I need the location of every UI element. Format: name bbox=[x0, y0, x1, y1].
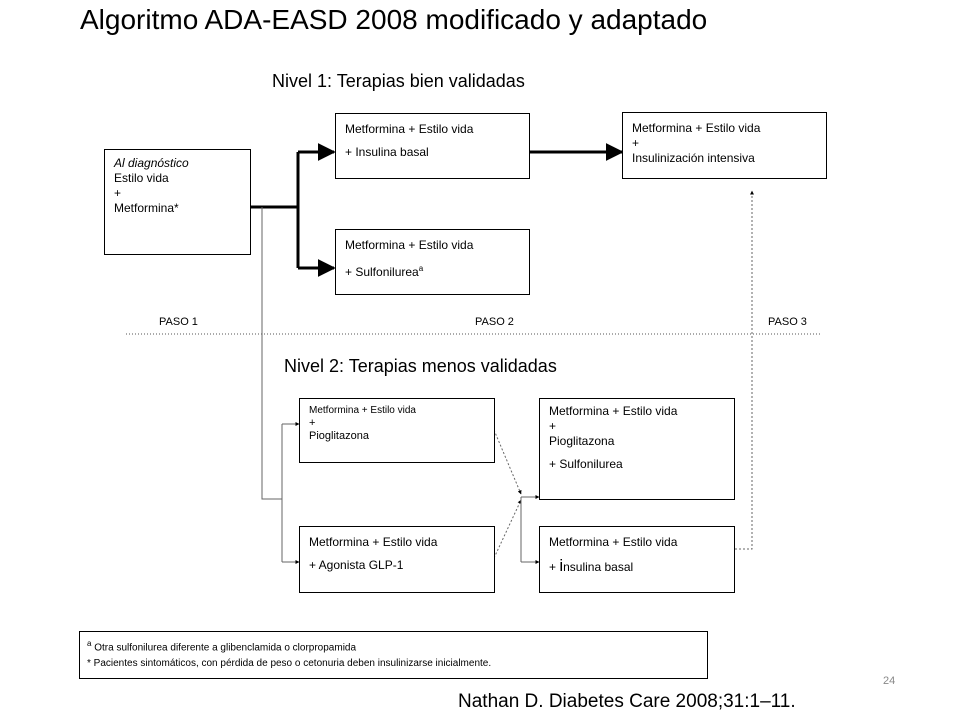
box-line: + bbox=[549, 419, 557, 433]
page-title: Algoritmo ADA-EASD 2008 modificado y ada… bbox=[80, 4, 708, 35]
footnote-a-marker: a bbox=[418, 264, 424, 273]
box-line: + Insulina basal bbox=[345, 145, 429, 159]
box-line: Metformina + Estilo vida bbox=[549, 404, 678, 418]
step-3-label: PASO 3 bbox=[768, 316, 807, 328]
box-metformin-basal-insulin: Metformina + Estilo vida + Insulina basa… bbox=[335, 113, 530, 179]
box-line-rest: nsulina basal bbox=[563, 560, 634, 574]
diagnosis-heading: Al diagnóstico bbox=[114, 156, 189, 170]
box-line: Metformina + Estilo vida bbox=[549, 535, 678, 549]
box-line-text: + Sulfonilurea bbox=[345, 265, 419, 279]
footnotes-box: a Otra sulfonilurea diferente a glibencl… bbox=[79, 631, 708, 679]
box-line: Pioglitazona bbox=[549, 434, 615, 448]
box-line: + Sulfonilurea bbox=[549, 457, 623, 471]
box-line: Metformina + Estilo vida bbox=[309, 535, 438, 549]
box-line: Pioglitazona bbox=[309, 430, 369, 442]
footnote-b: * Pacientes sintomáticos, con pérdida de… bbox=[87, 658, 492, 670]
box-metformin-pioglitazone-sulfonylurea: Metformina + Estilo vida + Pioglitazona … bbox=[539, 398, 735, 500]
box-line-basal: + insulina basal bbox=[549, 556, 725, 575]
box-line: Metformina + Estilo vida bbox=[345, 122, 474, 136]
page-number: 24 bbox=[883, 675, 896, 687]
box-line-prefix: + bbox=[549, 560, 560, 574]
diagnosis-line: Metformina* bbox=[114, 201, 179, 215]
box-line-big-letter: i bbox=[559, 556, 564, 575]
step-2-label: PASO 2 bbox=[475, 316, 514, 328]
step-1-label: PASO 1 bbox=[159, 316, 198, 328]
box-line: + bbox=[632, 136, 640, 150]
box-line: Metformina + Estilo vida bbox=[345, 238, 474, 252]
box-metformin-basal-insulin-level2: Metformina + Estilo vida + insulina basa… bbox=[539, 526, 735, 593]
box-metformin-sulfonylurea: Metformina + Estilo vida + Sulfonilureaa bbox=[335, 229, 530, 295]
box-line-sulfonylurea: + Sulfonilureaa bbox=[345, 261, 520, 280]
box-line: Insulinización intensiva bbox=[632, 151, 755, 165]
box-intensive-insulin: Metformina + Estilo vida + Insulinizació… bbox=[622, 112, 827, 179]
level-1-connectors bbox=[250, 143, 624, 277]
box-metformin-glp1: Metformina + Estilo vida + Agonista GLP-… bbox=[299, 526, 495, 593]
level-2-title: Nivel 2: Terapias menos validadas bbox=[284, 356, 557, 376]
box-metformin-pioglitazone: Metformina + Estilo vida + Pioglitazona bbox=[299, 398, 495, 463]
level-1-title: Nivel 1: Terapias bien validadas bbox=[272, 71, 525, 91]
level-2-connectors bbox=[261, 190, 754, 564]
box-line: + Agonista GLP-1 bbox=[309, 558, 404, 572]
footnote-a: a Otra sulfonilurea diferente a glibencl… bbox=[87, 636, 700, 656]
diagnosis-line: Estilo vida bbox=[114, 171, 169, 185]
box-line: + bbox=[309, 417, 316, 429]
box-line: Metformina + Estilo vida bbox=[632, 121, 761, 135]
box-line: Metformina + Estilo vida bbox=[309, 405, 416, 416]
footnote-a-text: Otra sulfonilurea diferente a glibenclam… bbox=[91, 642, 357, 654]
diagnosis-line: + bbox=[114, 186, 122, 200]
footnote-a-mark: a bbox=[87, 639, 92, 648]
box-diagnosis: Al diagnóstico Estilo vida + Metformina* bbox=[104, 149, 251, 255]
citation: Nathan D. Diabetes Care 2008;31:1–11. bbox=[458, 691, 796, 712]
